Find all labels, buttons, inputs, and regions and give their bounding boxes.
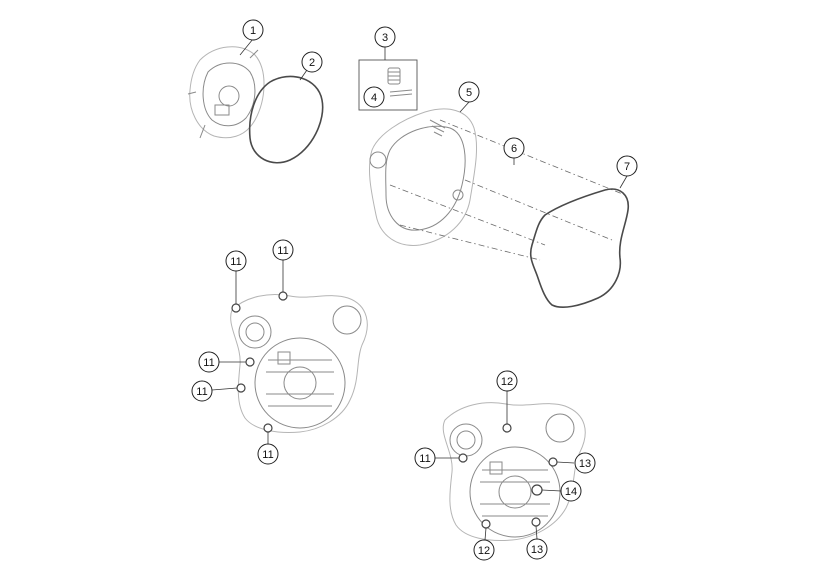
inner-clutch-cover-assembly-b [442, 402, 586, 541]
plug-kit-box [358, 59, 418, 111]
clutch-cover-part [368, 108, 478, 246]
bolt-icon [531, 517, 541, 527]
bolt-icon [531, 484, 543, 496]
callout-14: 14 [560, 480, 582, 502]
bolt-icon [458, 453, 468, 463]
callout-11: 11 [198, 351, 220, 373]
callout-12: 12 [496, 370, 518, 392]
svg-text:3: 3 [382, 32, 388, 44]
assembly-center-lines [389, 119, 626, 261]
svg-text:11: 11 [203, 357, 214, 369]
callout-12: 12 [473, 539, 495, 561]
bolt-icon [502, 423, 512, 433]
callout-7: 7 [616, 155, 638, 177]
callout-4: 4 [363, 86, 385, 108]
o-ring-part [389, 89, 413, 97]
svg-text:6: 6 [511, 143, 517, 155]
svg-text:1: 1 [250, 25, 256, 37]
cover-gasket-part [248, 75, 324, 164]
svg-text:2: 2 [309, 57, 315, 69]
bolt-icon [236, 383, 246, 393]
callout-11: 11 [225, 250, 247, 272]
ignition-cover-part [187, 46, 265, 139]
leader-lines [211, 38, 628, 541]
callout-11: 11 [191, 380, 213, 402]
svg-text:12: 12 [478, 545, 490, 557]
bolt-icon [481, 519, 491, 529]
screw-plug-part [387, 67, 401, 85]
callout-11: 11 [272, 239, 294, 261]
callout-11: 11 [414, 447, 436, 469]
svg-text:11: 11 [277, 245, 288, 257]
bolt-icon [245, 357, 255, 367]
svg-text:13: 13 [531, 544, 543, 556]
bolt-icon [548, 457, 558, 467]
callout-1: 1 [242, 19, 264, 41]
clutch-cover-gasket-part [529, 188, 630, 308]
svg-text:13: 13 [579, 458, 591, 470]
callout-13: 13 [574, 452, 596, 474]
svg-text:12: 12 [501, 376, 513, 388]
callout-2: 2 [301, 51, 323, 73]
callout-11: 11 [257, 443, 279, 465]
callout-13: 13 [526, 538, 548, 560]
callout-6: 6 [503, 137, 525, 159]
svg-text:5: 5 [466, 87, 472, 99]
callout-5: 5 [458, 81, 480, 103]
svg-text:11: 11 [419, 453, 430, 465]
svg-text:11: 11 [196, 386, 207, 398]
callout-3: 3 [374, 26, 396, 48]
bolt-icon [278, 291, 288, 301]
bolt-icon [263, 423, 273, 433]
svg-text:11: 11 [262, 449, 273, 461]
svg-text:14: 14 [565, 486, 577, 498]
svg-text:11: 11 [230, 256, 241, 268]
svg-text:7: 7 [624, 161, 630, 173]
svg-text:4: 4 [371, 92, 377, 104]
bolt-icon [231, 303, 241, 313]
